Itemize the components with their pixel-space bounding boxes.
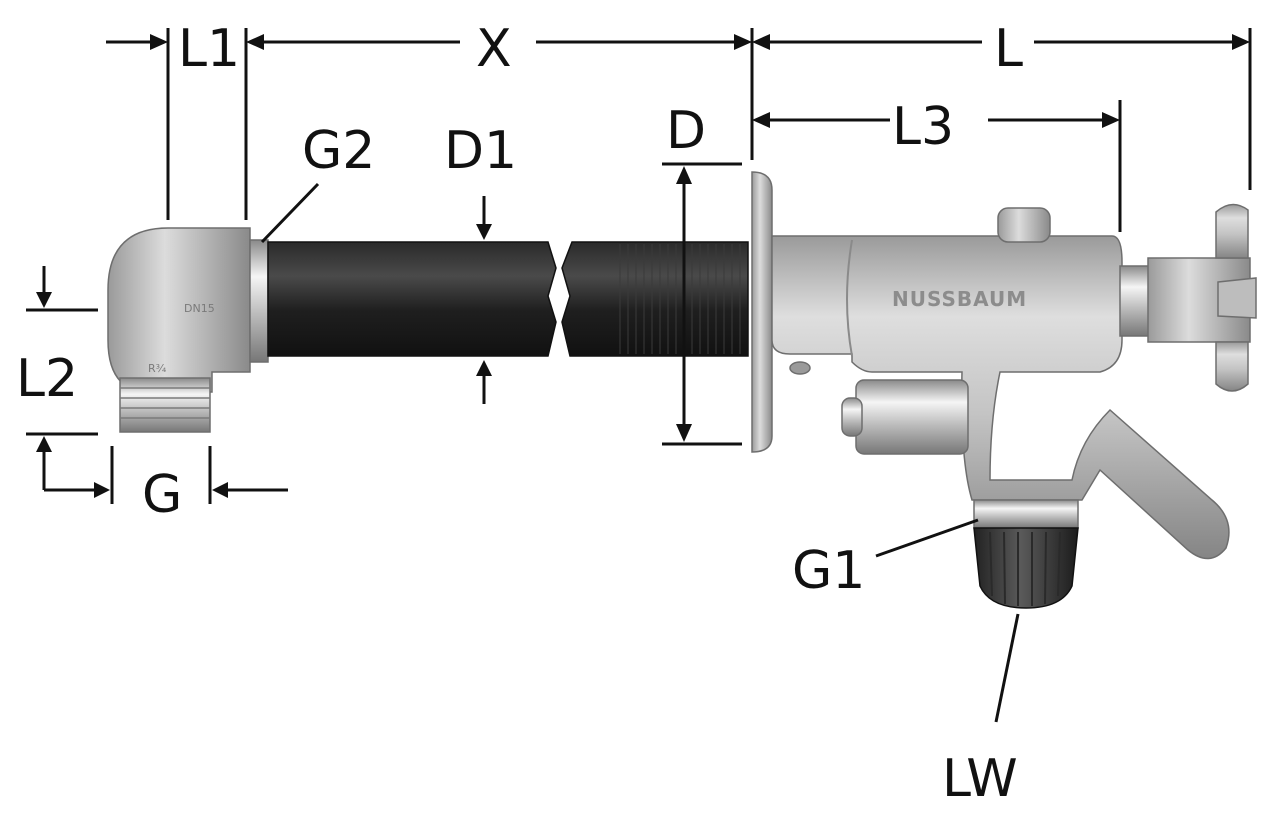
pipe-segment-right: [561, 241, 749, 357]
label-L2: L2: [16, 349, 78, 409]
elbow-fitting: DN15 R¾: [107, 227, 251, 433]
pipe-coupling-ring: [249, 239, 269, 363]
body-screw: [789, 361, 811, 375]
label-L: L: [994, 19, 1023, 79]
product-illustration: DN15 R¾ NUSSBAUM: [107, 171, 1257, 609]
hose-outlet-knob: [973, 527, 1079, 609]
outlet-ring: [973, 499, 1079, 529]
elbow-stamp-dn15: DN15: [184, 302, 215, 315]
spindle: [1119, 265, 1151, 337]
label-G2: G2: [302, 121, 375, 181]
top-cap: [997, 207, 1051, 243]
star-handle: [1147, 203, 1257, 392]
label-G1: G1: [792, 541, 865, 601]
dimension-lines: [26, 28, 1252, 723]
label-X: X: [476, 19, 512, 79]
label-L1: L1: [178, 19, 240, 79]
label-D1: D1: [444, 121, 517, 181]
label-G: G: [142, 465, 182, 525]
pipe-segment-left: [267, 241, 557, 357]
label-D: D: [666, 101, 706, 161]
label-L3: L3: [892, 97, 954, 157]
valve-body: NUSSBAUM: [771, 235, 1230, 560]
elbow-stamp-r34: R¾: [148, 362, 167, 375]
label-LW: LW: [942, 749, 1018, 809]
side-chrome-fitting: [841, 379, 969, 455]
brand-mark: NUSSBAUM: [892, 287, 1027, 311]
wall-rosette: [751, 171, 773, 453]
dimension-labels: L1 X L L3 D D1 G2 L2 G G1 LW: [16, 19, 1023, 809]
